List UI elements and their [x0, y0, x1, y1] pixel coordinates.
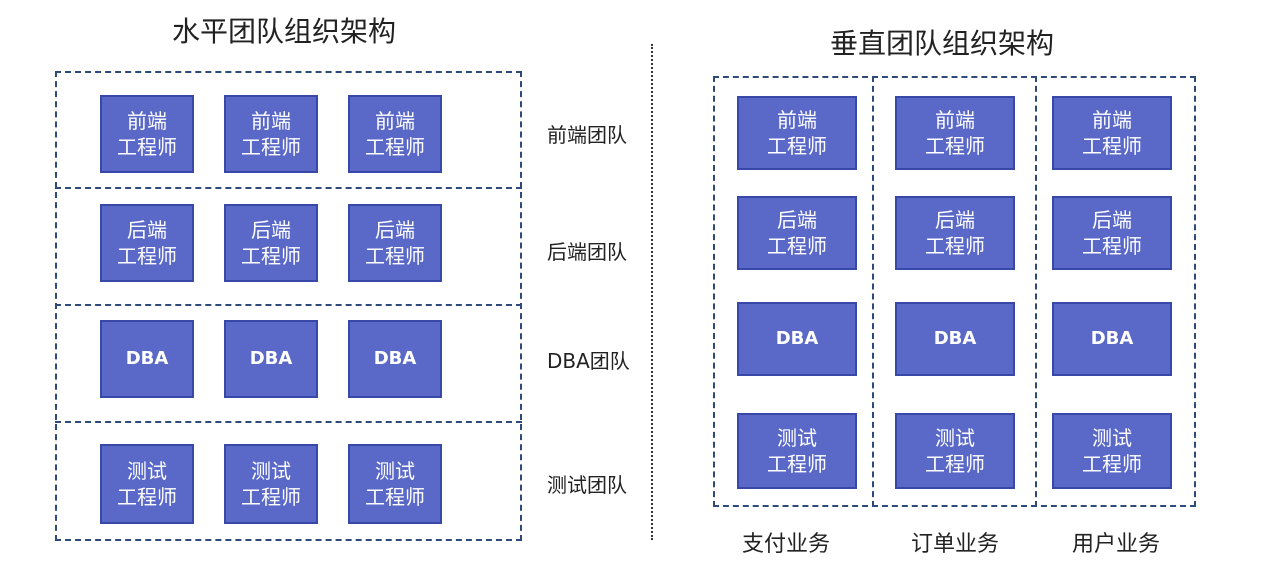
right-title: 垂直团队组织架构 [830, 27, 1055, 60]
team-label: DBA团队 [547, 349, 630, 373]
role-box: 后端工程师 [1052, 196, 1172, 270]
business-label: 支付业务 [741, 532, 830, 557]
role-box: 后端工程师 [737, 196, 857, 270]
column-separator [872, 76, 874, 507]
team-label: 前端团队 [547, 123, 627, 147]
role-box: DBA [100, 320, 194, 398]
role-box: 测试工程师 [1052, 413, 1172, 489]
role-box: 测试工程师 [895, 413, 1015, 489]
horizontal-org-frame [55, 71, 522, 541]
role-box: DBA [224, 320, 318, 398]
left-title: 水平团队组织架构 [172, 15, 397, 48]
role-box: 前端工程师 [737, 96, 857, 170]
role-box: 前端工程师 [895, 96, 1015, 170]
row-separator [55, 421, 522, 423]
role-box: 前端工程师 [348, 95, 442, 173]
role-box: 前端工程师 [100, 95, 194, 173]
role-box: 后端工程师 [895, 196, 1015, 270]
row-separator [55, 187, 522, 189]
team-label: 测试团队 [547, 473, 627, 497]
role-box: 后端工程师 [348, 204, 442, 282]
center-divider [651, 44, 653, 540]
vertical-org-frame [713, 76, 1196, 507]
role-box: 测试工程师 [224, 444, 318, 524]
role-box: DBA [348, 320, 442, 398]
role-box: 后端工程师 [100, 204, 194, 282]
role-box: DBA [1052, 302, 1172, 376]
row-separator [55, 304, 522, 306]
role-box: 后端工程师 [224, 204, 318, 282]
role-box: 测试工程师 [737, 413, 857, 489]
role-box: 前端工程师 [1052, 96, 1172, 170]
role-box: 测试工程师 [348, 444, 442, 524]
team-label: 后端团队 [547, 240, 627, 264]
role-box: 测试工程师 [100, 444, 194, 524]
role-box: DBA [737, 302, 857, 376]
column-separator [1035, 76, 1037, 507]
business-label: 订单业务 [910, 532, 999, 557]
role-box: DBA [895, 302, 1015, 376]
business-label: 用户业务 [1071, 532, 1160, 557]
role-box: 前端工程师 [224, 95, 318, 173]
